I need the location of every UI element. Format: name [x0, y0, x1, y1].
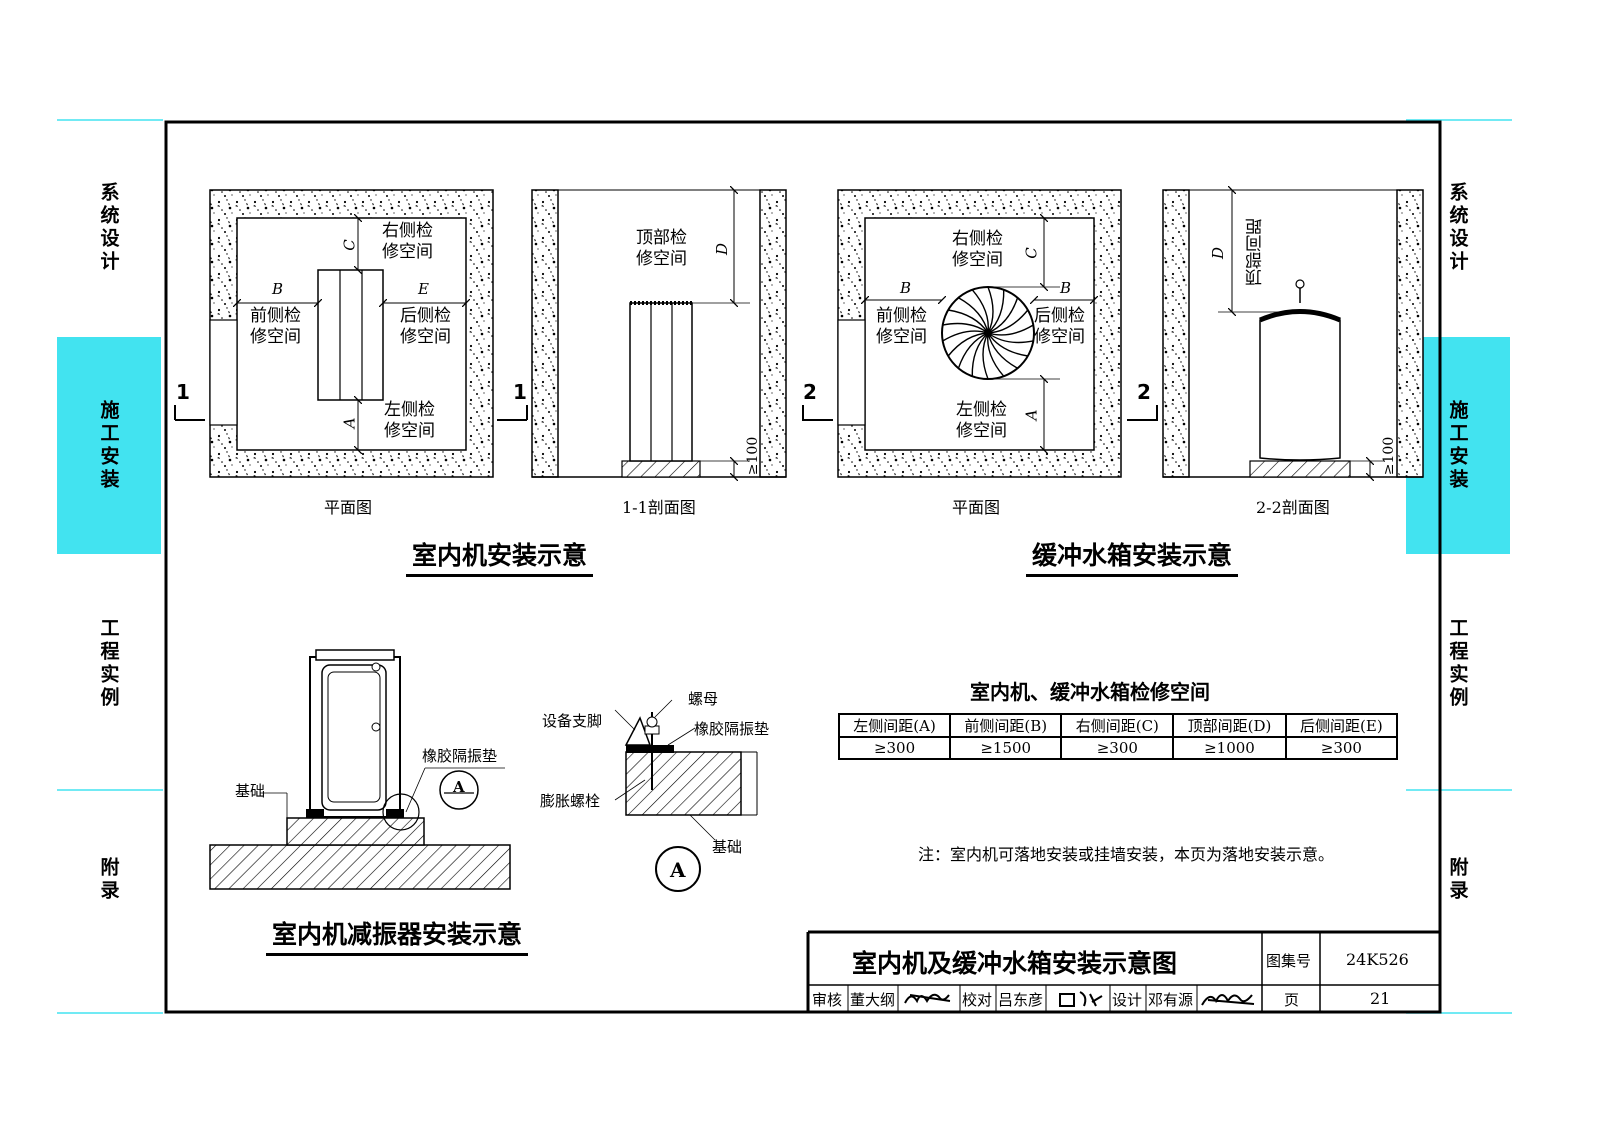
- clearance-table-title: 室内机、缓冲水箱检修空间: [970, 680, 1210, 704]
- indoor-dim-b: B: [272, 280, 284, 298]
- reviewer-name: 董大纲: [850, 991, 896, 1009]
- sheet-frame: [164, 120, 1442, 1014]
- title-block-frame: [806, 930, 1440, 1012]
- tank-back-clearance-label: 后侧检 修空间: [1034, 306, 1085, 347]
- indoor-dim-d: D: [713, 242, 732, 256]
- installation-note: 注：室内机可落地安装或挂墙安装，本页为落地安装示意。: [918, 845, 1335, 864]
- clearance-value-right: ≥300: [1060, 736, 1175, 760]
- tank-dim-a: A: [1022, 409, 1041, 421]
- detail-base-label: 基础: [712, 838, 743, 856]
- indoor-install-title: 室内机安装示意: [406, 536, 594, 577]
- tank-top-circle: [941, 286, 1035, 380]
- tank-section-mark-left: 2: [803, 380, 817, 404]
- tank-section-mark-right: 2: [1137, 380, 1151, 404]
- tank-base-dim: ≥100: [1381, 436, 1398, 476]
- indoor-base-dim: ≥100: [745, 436, 762, 476]
- page-label: 页: [1284, 991, 1300, 1009]
- designer-name: 邓有源: [1148, 991, 1194, 1009]
- signature-designer: [1201, 994, 1255, 1006]
- drawing-title: 室内机及缓冲水箱安装示意图: [852, 949, 1178, 978]
- indoor-section-view: [531, 190, 787, 477]
- review-label: 审核: [812, 991, 843, 1009]
- design-label: 设计: [1112, 991, 1143, 1009]
- clearance-table-header-row: 左侧间距(A) 前侧间距(B) 右侧间距(C) 顶部间距(D) 后侧间距(E): [837, 713, 1399, 738]
- detail-expansion-bolt-label: 膨胀螺栓: [540, 792, 601, 810]
- indoor-dim-e: E: [418, 280, 429, 298]
- indoor-top-clearance-label: 顶部检 修空间: [636, 228, 687, 269]
- indoor-dim-a: A: [340, 417, 359, 429]
- clearance-header-left: 左侧间距(A): [837, 713, 952, 738]
- page-number: 21: [1370, 989, 1391, 1008]
- indoor-left-clearance-label: 左侧检 修空间: [384, 400, 435, 441]
- tab-appendix-right[interactable]: 附录: [1446, 857, 1469, 903]
- detail-a-drawing: [614, 699, 758, 892]
- damper-installation-drawing: [209, 649, 511, 890]
- detail-rubber-pad-label: 橡胶隔振垫: [694, 720, 770, 738]
- clearance-header-front: 前侧间距(B): [949, 713, 1063, 738]
- tab-construction-left[interactable]: 施工安装: [57, 337, 161, 554]
- damper-install-title: 室内机减振器安装示意: [266, 915, 529, 956]
- damper-base-label: 基础: [235, 782, 266, 800]
- indoor-front-clearance-label: 前侧检 修空间: [250, 306, 301, 347]
- damper-detail-ref: A: [453, 778, 465, 796]
- clearance-header-back: 后侧间距(E): [1284, 713, 1399, 738]
- tab-project-examples-right[interactable]: 工程实例: [1446, 617, 1469, 710]
- indoor-section-mark-left: 1: [176, 380, 190, 404]
- indoor-section-caption: 1-1剖面图: [622, 498, 696, 517]
- clearance-table-value-row: ≥300 ≥1500 ≥300 ≥1000 ≥300: [837, 736, 1399, 760]
- tank-section-caption: 2-2剖面图: [1256, 498, 1330, 517]
- tank-dim-b-left: B: [900, 279, 912, 297]
- tank-top-clearance-label: 顶部间距: [1246, 218, 1266, 286]
- clearance-value-back: ≥300: [1284, 736, 1399, 760]
- checker-name: 吕东彦: [998, 991, 1044, 1009]
- tab-project-examples-left[interactable]: 工程实例: [97, 617, 120, 710]
- clearance-value-top: ≥1000: [1172, 736, 1287, 760]
- indoor-dim-c: C: [340, 239, 359, 251]
- tab-system-design-right[interactable]: 系统设计: [1446, 182, 1469, 274]
- clearance-value-front: ≥1500: [949, 736, 1063, 760]
- check-label: 校对: [962, 991, 993, 1009]
- atlas-number: 24K526: [1346, 950, 1409, 969]
- tab-system-design-left[interactable]: 系统设计: [97, 182, 120, 274]
- detail-equipment-foot-label: 设备支脚: [542, 712, 603, 730]
- tank-install-title: 缓冲水箱安装示意: [1026, 536, 1239, 577]
- signature-checker: [1059, 991, 1103, 1007]
- tank-dim-b-right: B: [1060, 279, 1072, 297]
- signature-reviewer: [904, 993, 951, 1004]
- tank-left-clearance-label: 左侧检 修空间: [956, 400, 1007, 441]
- tank-dim-d: D: [1209, 246, 1228, 260]
- indoor-plan-view: [174, 189, 528, 478]
- atlas-number-label: 图集号: [1266, 952, 1312, 970]
- clearance-header-top: 顶部间距(D): [1172, 713, 1287, 738]
- tank-plan-view: [802, 189, 1158, 478]
- tank-plan-caption: 平面图: [952, 498, 1001, 517]
- tab-appendix-left[interactable]: 附录: [97, 857, 120, 903]
- clearance-table: 左侧间距(A) 前侧间距(B) 右侧间距(C) 顶部间距(D) 后侧间距(E) …: [837, 713, 1399, 760]
- clearance-header-right: 右侧间距(C): [1060, 713, 1175, 738]
- tank-section-view: [1162, 190, 1424, 477]
- tank-dim-c: C: [1022, 247, 1041, 259]
- tank-right-clearance-label: 右侧检 修空间: [952, 229, 1003, 270]
- tank-front-clearance-label: 前侧检 修空间: [876, 306, 927, 347]
- indoor-back-clearance-label: 后侧检 修空间: [400, 306, 451, 347]
- damper-rubber-pad-label: 橡胶隔振垫: [422, 747, 498, 765]
- indoor-section-mark-right: 1: [513, 380, 527, 404]
- indoor-plan-caption: 平面图: [324, 498, 373, 517]
- detail-nut-label: 螺母: [688, 690, 719, 708]
- detail-a-circle-label: A: [670, 858, 686, 882]
- clearance-value-left: ≥300: [837, 736, 952, 760]
- indoor-right-clearance-label: 右侧检 修空间: [382, 221, 433, 262]
